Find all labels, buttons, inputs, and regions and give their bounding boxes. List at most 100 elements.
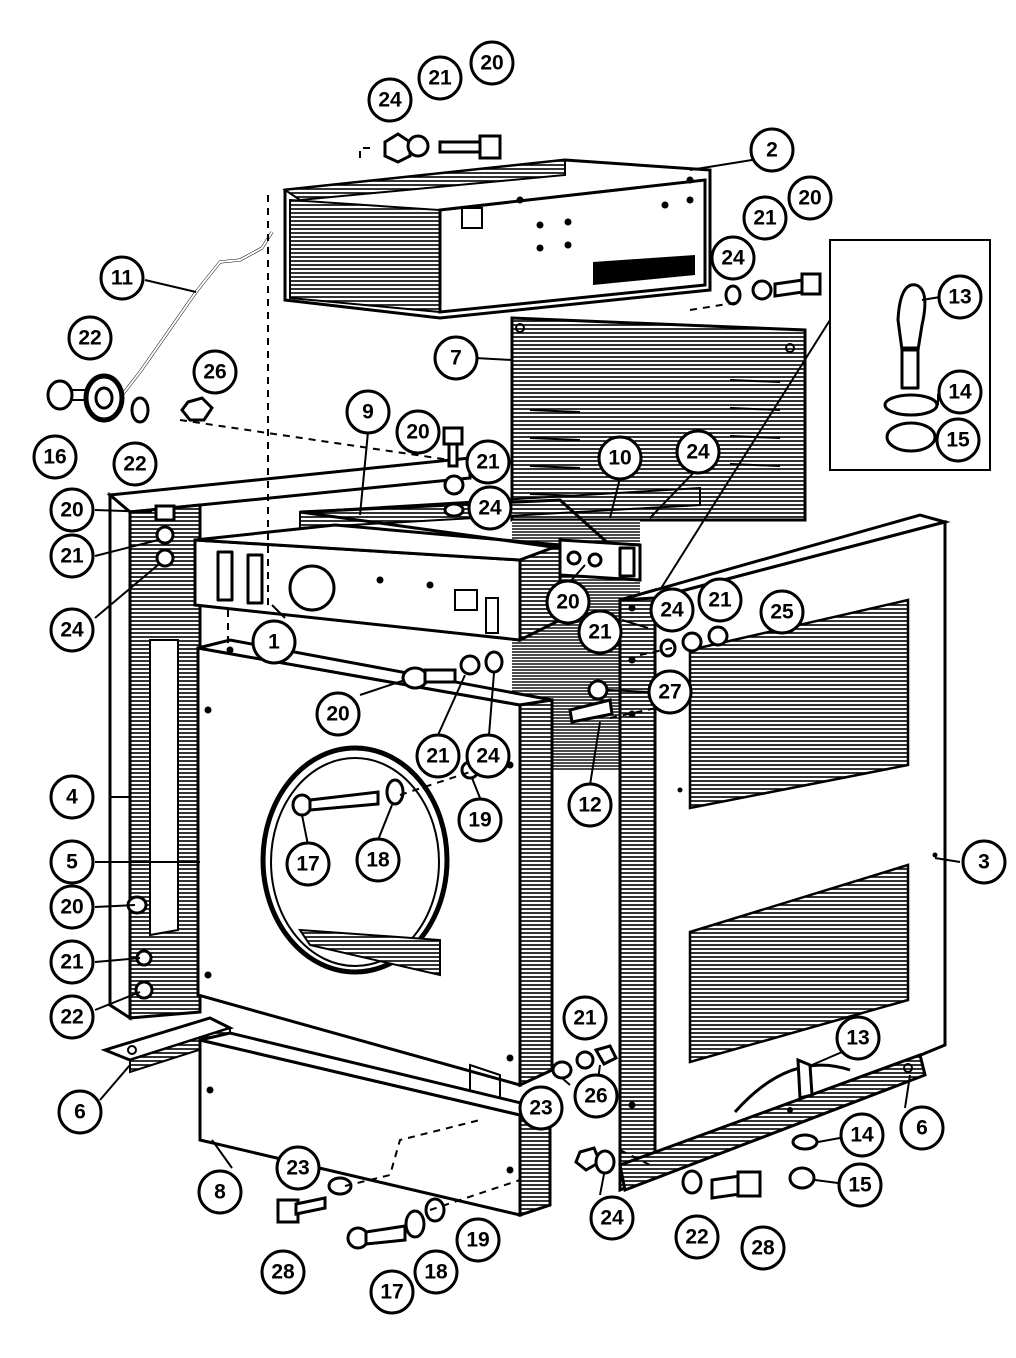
callout-23-front: 23 bbox=[518, 1085, 564, 1131]
callout-21-top: 21 bbox=[417, 55, 463, 101]
callout-label: 2 bbox=[766, 139, 778, 162]
callout-label: 21 bbox=[573, 1007, 597, 1030]
callout-8: 8 bbox=[197, 1169, 243, 1215]
callout-24-top: 24 bbox=[367, 77, 413, 123]
callout-20-top: 20 bbox=[469, 40, 515, 86]
callout-label: 9 bbox=[362, 401, 374, 424]
callout-label: 8 bbox=[214, 1181, 226, 1204]
callout-label: 15 bbox=[848, 1174, 872, 1197]
callout-9: 9 bbox=[345, 389, 391, 435]
callout-label: 24 bbox=[721, 247, 745, 270]
callout-label: 21 bbox=[426, 745, 450, 768]
callout-label: 22 bbox=[685, 1226, 708, 1249]
callout-28-right: 28 bbox=[740, 1225, 786, 1271]
callout-5: 5 bbox=[49, 839, 95, 885]
callout-label: 26 bbox=[584, 1085, 607, 1108]
callout-20-lowleft: 20 bbox=[49, 884, 95, 930]
callout-label: 22 bbox=[123, 453, 146, 476]
callout-24-right: 24 bbox=[649, 587, 695, 633]
callout-label: 19 bbox=[468, 809, 491, 832]
callout-label: 20 bbox=[60, 896, 83, 919]
callout-17-base: 17 bbox=[369, 1269, 415, 1315]
callout-24-railtop: 24 bbox=[675, 429, 721, 475]
callout-28-left: 28 bbox=[260, 1249, 306, 1295]
callout-26-base: 26 bbox=[573, 1073, 619, 1119]
callout-label: 19 bbox=[466, 1229, 489, 1252]
callout-27: 27 bbox=[647, 669, 693, 715]
callout-22-hub: 22 bbox=[112, 441, 158, 487]
right-base-rail bbox=[618, 1053, 927, 1193]
callout-24-topright: 24 bbox=[710, 235, 756, 281]
callout-25: 25 bbox=[759, 589, 805, 635]
callout-13-inset: 13 bbox=[937, 274, 983, 320]
callout-label: 24 bbox=[478, 497, 502, 520]
right-side-panel bbox=[618, 513, 951, 1193]
callout-17-door: 17 bbox=[285, 841, 331, 887]
callout-21-right: 21 bbox=[697, 577, 743, 623]
callout-label: 21 bbox=[708, 589, 732, 612]
door-rod bbox=[110, 231, 274, 409]
callout-label: 20 bbox=[798, 187, 821, 210]
callout-label: 28 bbox=[751, 1237, 775, 1260]
latch-inset bbox=[659, 239, 991, 591]
callout-3: 3 bbox=[961, 839, 1007, 885]
callout-label: 20 bbox=[480, 52, 503, 75]
callout-label: 25 bbox=[770, 601, 794, 624]
callout-18-base: 18 bbox=[413, 1249, 459, 1295]
callout-19-base: 19 bbox=[455, 1217, 501, 1263]
callout-label: 3 bbox=[978, 851, 990, 874]
callout-label: 15 bbox=[946, 429, 970, 452]
callout-label: 23 bbox=[286, 1157, 309, 1180]
callout-13-rail: 13 bbox=[835, 1015, 881, 1061]
callout-label: 20 bbox=[406, 421, 429, 444]
callout-24-front: 24 bbox=[465, 733, 511, 779]
callout-22-lowleft: 22 bbox=[49, 994, 95, 1040]
callout-label: 21 bbox=[753, 207, 777, 230]
alignment-lines bbox=[179, 147, 741, 1211]
callout-label: 21 bbox=[476, 451, 500, 474]
callout-15-inset: 15 bbox=[935, 417, 981, 463]
callout-label: 20 bbox=[60, 499, 83, 522]
callout-18-door: 18 bbox=[355, 837, 401, 883]
callout-label: 22 bbox=[60, 1006, 83, 1029]
callout-label: 18 bbox=[424, 1261, 448, 1284]
callout-23-base: 23 bbox=[275, 1145, 321, 1191]
callout-22-hinge: 22 bbox=[67, 315, 113, 361]
callout-label: 23 bbox=[529, 1097, 552, 1120]
callout-26-hub: 26 bbox=[192, 349, 238, 395]
callout-label: 26 bbox=[203, 361, 226, 384]
callout-label: 12 bbox=[578, 794, 601, 817]
callout-21-center: 21 bbox=[465, 439, 511, 485]
callout-label: 17 bbox=[296, 853, 319, 876]
callout-label: 27 bbox=[658, 681, 681, 704]
callout-label: 4 bbox=[66, 786, 78, 809]
callout-label: 13 bbox=[846, 1027, 869, 1050]
callout-label: 6 bbox=[916, 1117, 928, 1140]
callout-label: 20 bbox=[556, 591, 579, 614]
callout-label: 18 bbox=[366, 849, 390, 872]
callout-21-leftframe: 21 bbox=[49, 533, 95, 579]
callout-14-inset: 14 bbox=[937, 369, 983, 415]
callout-label: 21 bbox=[428, 67, 452, 90]
callout-20-bracket: 20 bbox=[545, 579, 591, 625]
callout-24-leftframe: 24 bbox=[49, 607, 95, 653]
callout-21-base: 21 bbox=[562, 995, 608, 1041]
callout-21-lowleft: 21 bbox=[49, 939, 95, 985]
callout-11: 11 bbox=[99, 255, 145, 301]
callout-label: 28 bbox=[271, 1261, 295, 1284]
callout-label: 21 bbox=[588, 621, 612, 644]
callout-label: 24 bbox=[60, 619, 84, 642]
callout-12: 12 bbox=[567, 782, 613, 828]
callout-label: 13 bbox=[948, 286, 971, 309]
callout-4: 4 bbox=[49, 774, 95, 820]
callout-label: 7 bbox=[450, 347, 462, 370]
callout-label: 14 bbox=[850, 1124, 874, 1147]
callout-21-front: 21 bbox=[415, 733, 461, 779]
callout-21-bracket: 21 bbox=[577, 609, 623, 655]
callout-20-center: 20 bbox=[395, 409, 441, 455]
callout-15-rail: 15 bbox=[837, 1162, 883, 1208]
callout-label: 14 bbox=[948, 381, 972, 404]
callout-label: 5 bbox=[66, 851, 78, 874]
callout-19-door: 19 bbox=[457, 797, 503, 843]
left-side-frame bbox=[106, 456, 472, 1021]
